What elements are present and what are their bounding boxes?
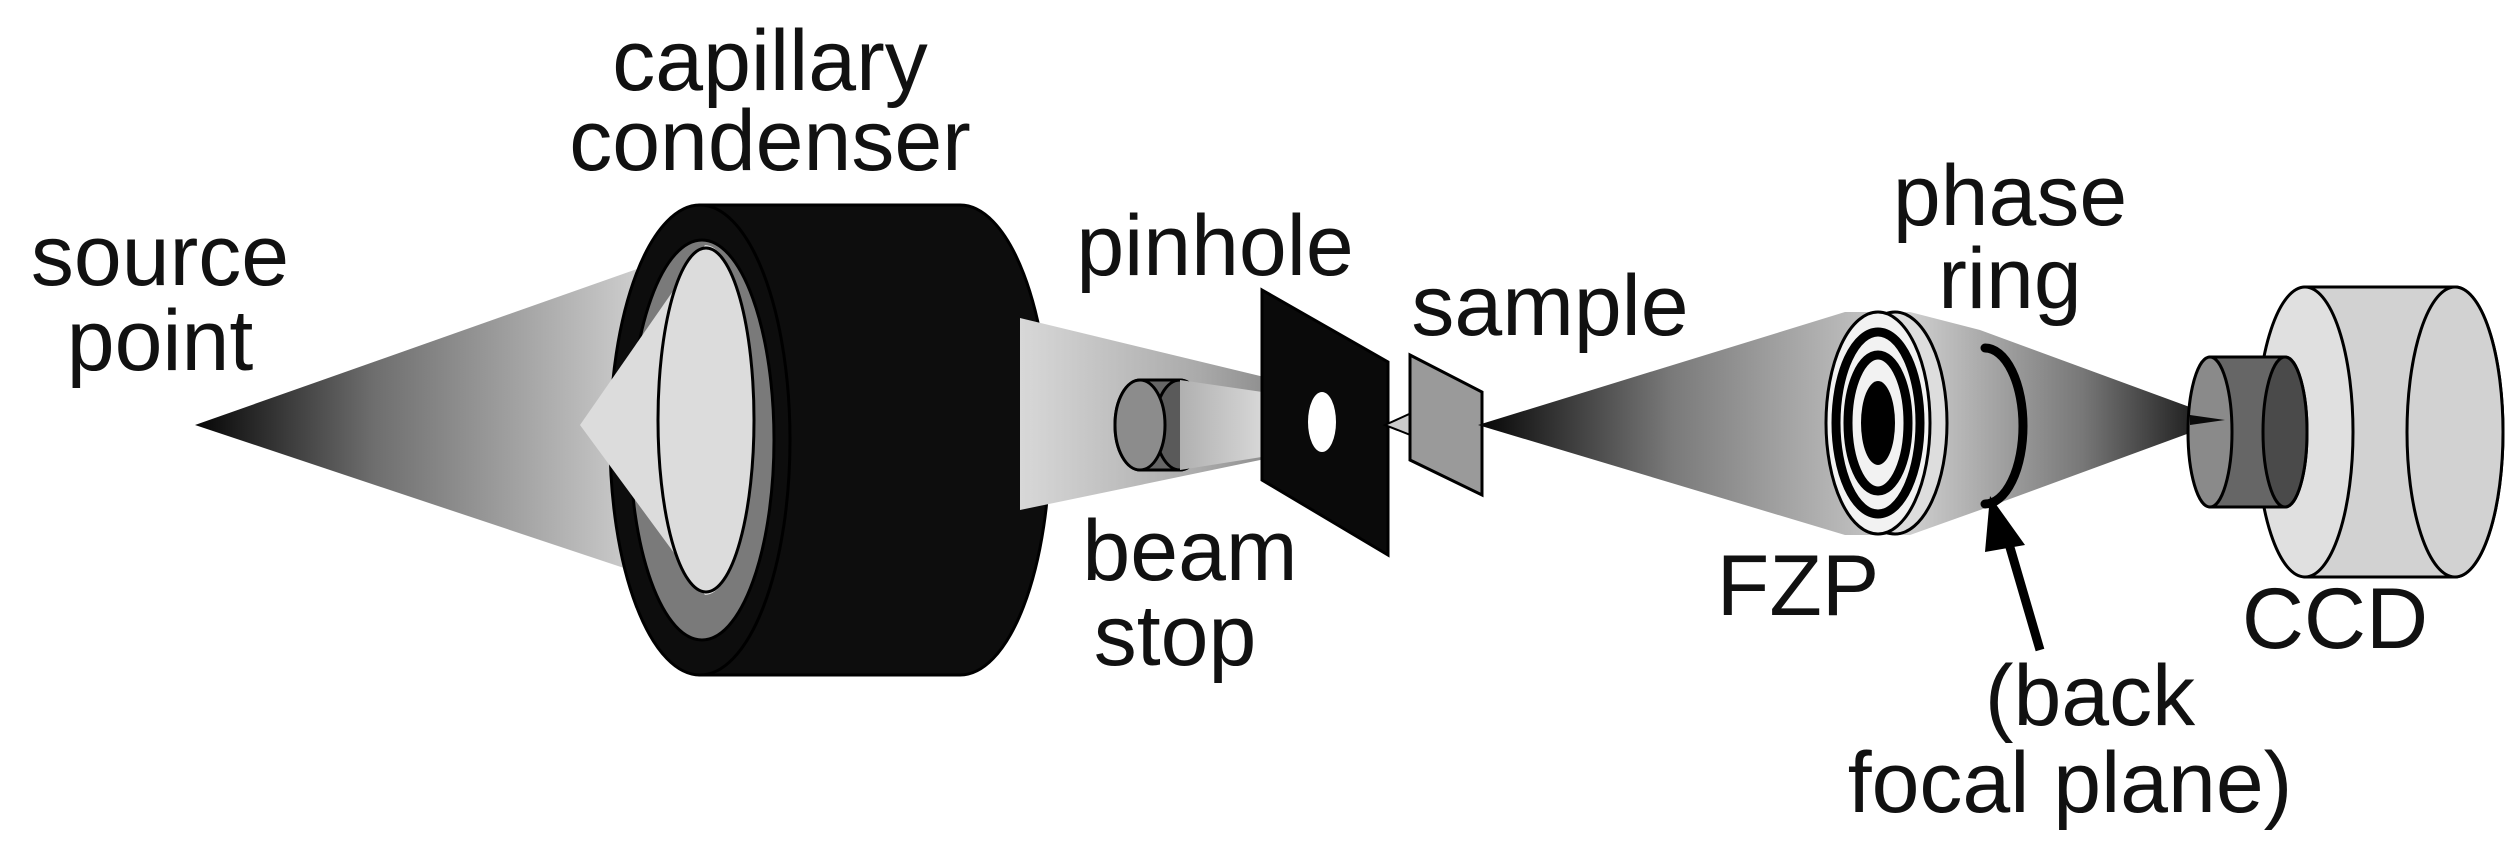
condenser-label-line1: capillary [612,13,927,109]
beam-stop-label-line2: stop [1094,588,1257,684]
sample-to-fzp-cone [1478,312,1910,535]
back-focal-plane-label-line2: focal plane) [1848,735,2293,831]
capillary-condenser [580,203,1052,677]
sample-label: sample [1411,258,1688,354]
phase-ring-label-line1: phase [1893,148,2127,244]
beam-stop-label-line1: beam [1082,503,1297,599]
phase-ring [1980,343,2028,509]
back-focal-plane-label-line1: (back [1985,648,2196,744]
fzp-label: FZP [1717,538,1879,634]
ccd-camera [2186,285,2505,579]
ccd-label: CCD [2242,571,2428,667]
back-focal-plane-arrow [1985,496,2045,652]
fresnel-zone-plate [1824,310,1949,536]
condenser-label-line2: condenser [569,93,971,189]
sample-slide [1408,352,1484,498]
source-label-line2: point [67,293,254,389]
pinhole-plate [1260,287,1390,558]
pinhole-label: pinhole [1076,198,1353,294]
fzp-to-ccd-cone [1910,312,2225,535]
source-label-line1: source [31,208,289,304]
source-cone [195,245,705,595]
phase-ring-label-line2: ring [1938,231,2081,327]
